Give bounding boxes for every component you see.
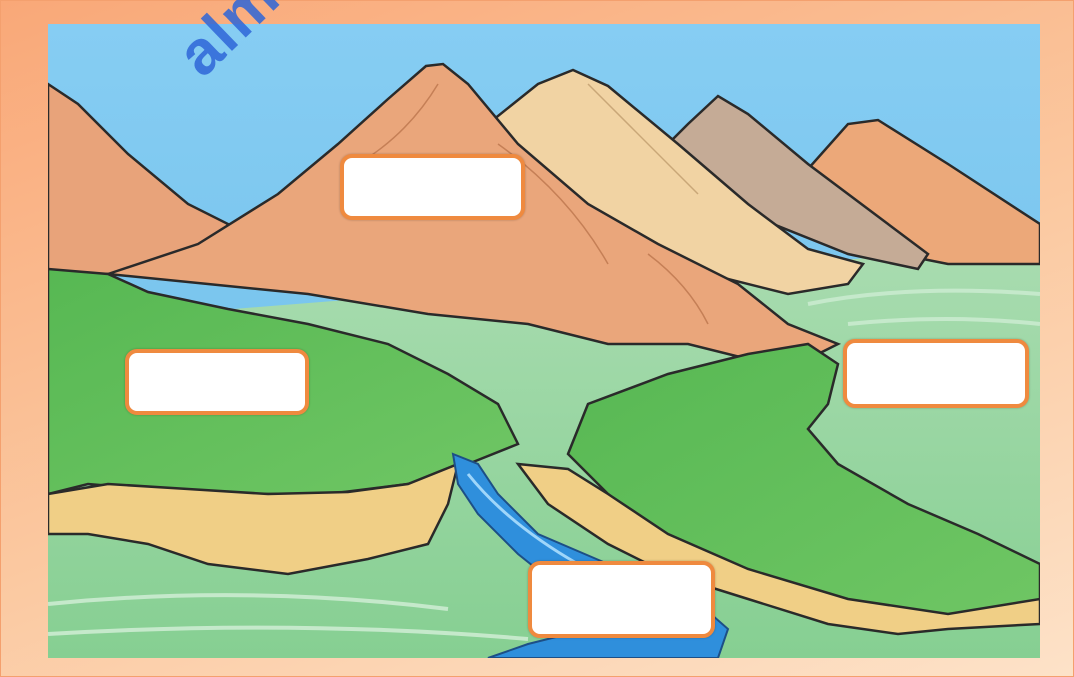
valley-label-box[interactable] [528,561,715,638]
plain-label-box[interactable] [843,339,1029,408]
plateau-label-box[interactable] [125,349,309,415]
mountain-label-box[interactable] [340,154,525,220]
